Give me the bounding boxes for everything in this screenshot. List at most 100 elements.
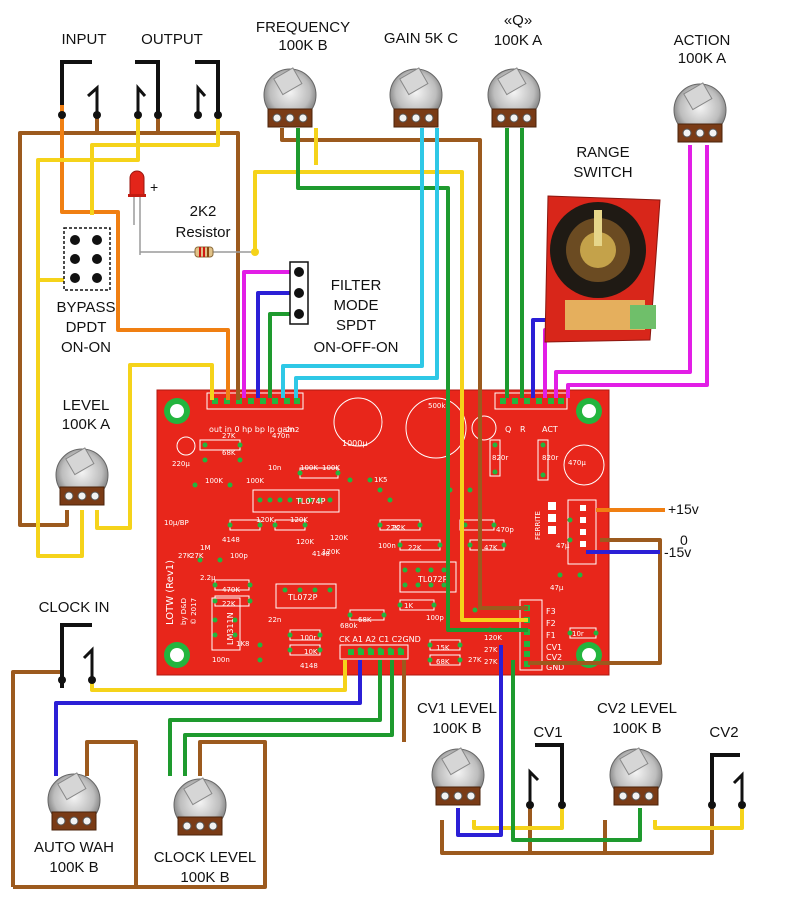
led: + xyxy=(128,170,158,197)
pcb-part-label: 22K xyxy=(386,524,400,532)
label-range-1: RANGE xyxy=(576,144,629,161)
pcb-part-label: 220μ xyxy=(172,460,190,468)
pcb-header-top-left: out in 0 hp bp lp gain xyxy=(209,425,295,434)
label-clock-level-2: 100K B xyxy=(180,869,229,886)
labels: INPUT OUTPUT FREQUENCY 100K B GAIN 5K C … xyxy=(34,12,739,886)
pcb-part-label: 1K xyxy=(404,602,413,610)
pcb-part-label: 27K xyxy=(468,656,482,664)
label-bypass-1: BYPASS xyxy=(57,299,116,316)
pcb-part-label: 100p xyxy=(426,614,444,622)
label-filter-4: ON-OFF-ON xyxy=(314,339,399,356)
label-cv2-level-1: CV2 LEVEL xyxy=(597,700,677,717)
label-filter-2: MODE xyxy=(334,297,379,314)
pcb-part-label: 680k xyxy=(340,622,358,630)
wires-cyan xyxy=(281,128,439,398)
wires xyxy=(11,105,744,889)
pcb-part-label: 15K xyxy=(436,644,450,652)
pot-level[interactable] xyxy=(55,447,109,506)
pcb-part-label: 100p xyxy=(230,552,248,560)
label-level-2: 100K A xyxy=(62,416,110,433)
pcb-part-label: 820r xyxy=(492,454,508,462)
pcb-ic-3: LM311N xyxy=(226,612,235,645)
pot-frequency[interactable] xyxy=(263,67,317,128)
label-level-1: LEVEL xyxy=(63,397,110,414)
wires-blue xyxy=(54,291,660,837)
pcb-part-label: 10n xyxy=(268,464,281,472)
wires-orange xyxy=(60,105,665,512)
jack-output-2[interactable] xyxy=(194,60,222,119)
label-cv2-level-2: 100K B xyxy=(612,720,661,737)
pcb-part-label: 1M xyxy=(200,544,211,552)
pcb-part-label: 27K xyxy=(190,552,204,560)
pot-action[interactable] xyxy=(673,82,727,143)
label-action-2: 100K A xyxy=(678,50,726,67)
pcb-part-label: 4148 xyxy=(312,550,330,558)
label-resistor-1: 2K2 xyxy=(190,203,217,220)
pcb-pads xyxy=(192,442,599,663)
wires-green xyxy=(168,128,642,842)
pcb-header-r: R xyxy=(520,425,526,434)
pcb-part-label: 470K xyxy=(222,586,240,594)
pcb-part-label: 820r xyxy=(542,454,558,462)
jack-clock-in[interactable] xyxy=(58,623,96,688)
label-action-1: ACTION xyxy=(674,32,731,49)
bypass-switch[interactable] xyxy=(63,227,111,291)
label-filter-3: SPDT xyxy=(336,317,376,334)
pcb-part-label: 47μ xyxy=(550,584,564,592)
pcb-part-label: 470n xyxy=(272,432,290,440)
label-q-1: «Q» xyxy=(504,12,532,29)
pcb-header-pins xyxy=(212,398,564,667)
pcb-part-label: 120K xyxy=(484,634,502,642)
pcb-pin-f1: F1 xyxy=(546,631,556,640)
potentiometers xyxy=(47,67,727,836)
pcb-part-label: 4148 xyxy=(222,536,240,544)
jack-cv1[interactable] xyxy=(526,743,566,809)
label-cv1-level-1: CV1 LEVEL xyxy=(417,700,497,717)
pcb-pin-cv2: CV2 xyxy=(546,653,562,662)
label-output: OUTPUT xyxy=(141,31,203,48)
pcb-part-label: 100n xyxy=(378,542,396,550)
pcb-by: by D&D xyxy=(180,598,188,625)
pot-auto-wah[interactable] xyxy=(47,772,101,831)
pcb-header-pads xyxy=(548,502,586,547)
pcb-year: © 2017 xyxy=(190,598,198,625)
label-plus15: +15v xyxy=(668,501,699,517)
pcb-part-label: 470p xyxy=(496,526,514,534)
pcb-part-label: 100n xyxy=(212,656,230,664)
label-zero: 0 xyxy=(680,532,688,548)
pcb-part-label: 4148 xyxy=(300,662,318,670)
label-cv1: CV1 xyxy=(533,724,562,741)
pcb-part-label: 100K xyxy=(205,477,223,485)
label-q-2: 100K A xyxy=(494,32,542,49)
label-clock-in: CLOCK IN xyxy=(39,599,110,616)
label-auto-wah-2: 100K B xyxy=(49,859,98,876)
pcb-right-header-labels: F3 F2 F1 CV1 CV2 GND xyxy=(546,607,564,672)
pcb-part-label: 120K xyxy=(330,534,348,542)
pcb-part-label: 100K xyxy=(322,464,340,472)
pcb-part-label: 2n2 xyxy=(286,426,299,434)
mounting-holes xyxy=(164,398,602,668)
jack-cv2[interactable] xyxy=(708,753,746,809)
pcb-part-label: 2.2μ xyxy=(200,574,216,582)
jack-output-1[interactable] xyxy=(134,60,162,119)
pcb-cap-big: 1000μ xyxy=(342,439,367,448)
pcb-part-label: 47μ xyxy=(556,542,570,550)
label-bypass-2: DPDT xyxy=(66,319,107,336)
label-gain: GAIN 5K C xyxy=(384,30,458,47)
pot-clock-level[interactable] xyxy=(173,777,227,836)
pot-gain[interactable] xyxy=(389,67,443,128)
range-switch[interactable] xyxy=(544,195,661,343)
pot-cv1-level[interactable] xyxy=(431,747,485,806)
resistor-leads xyxy=(133,195,255,255)
jack-input[interactable] xyxy=(58,60,101,119)
pot-cv2-level[interactable] xyxy=(609,747,663,806)
filter-mode-switch[interactable] xyxy=(289,261,309,325)
pot-q[interactable] xyxy=(487,67,541,128)
label-cv2: CV2 xyxy=(709,724,738,741)
label-frequency-2: 100K B xyxy=(278,37,327,54)
pcb-pin-f2: F2 xyxy=(546,619,556,628)
pcb-part-label: 120K xyxy=(296,538,314,546)
wires-yellow xyxy=(36,118,744,830)
pcb-trim: 500k xyxy=(428,402,446,410)
